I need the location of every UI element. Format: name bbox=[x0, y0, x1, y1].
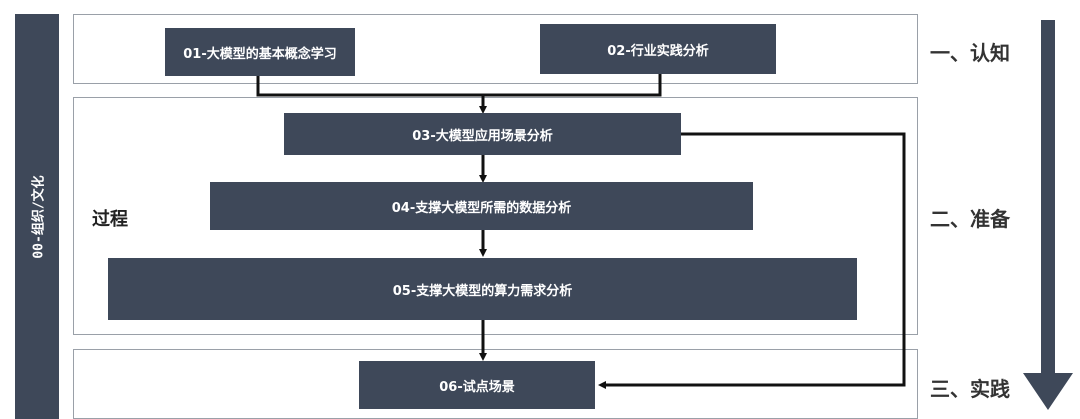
node-02-industry-practice: 02-行业实践分析 bbox=[540, 24, 776, 74]
stage-practice: 三、实践 bbox=[930, 377, 1010, 401]
process-label: 过程 bbox=[92, 209, 128, 230]
sidebar-organization-culture: 00-组织/文化 bbox=[15, 14, 59, 419]
stage-cognition: 一、认知 bbox=[930, 41, 1010, 65]
node-03-application-scenarios: 03-大模型应用场景分析 bbox=[284, 113, 681, 155]
node-04-data-analysis: 04-支撑大模型所需的数据分析 bbox=[210, 182, 753, 230]
node-01-basic-concepts: 01-大模型的基本概念学习 bbox=[165, 28, 355, 76]
stage-preparation: 二、准备 bbox=[930, 207, 1010, 231]
connector-01-02-merge bbox=[256, 74, 662, 97]
node-05-compute-analysis: 05-支撑大模型的算力需求分析 bbox=[108, 258, 857, 320]
node-06-pilot-scenario: 06-试点场景 bbox=[359, 361, 595, 409]
arrow-03-06-bypass bbox=[598, 132, 906, 389]
